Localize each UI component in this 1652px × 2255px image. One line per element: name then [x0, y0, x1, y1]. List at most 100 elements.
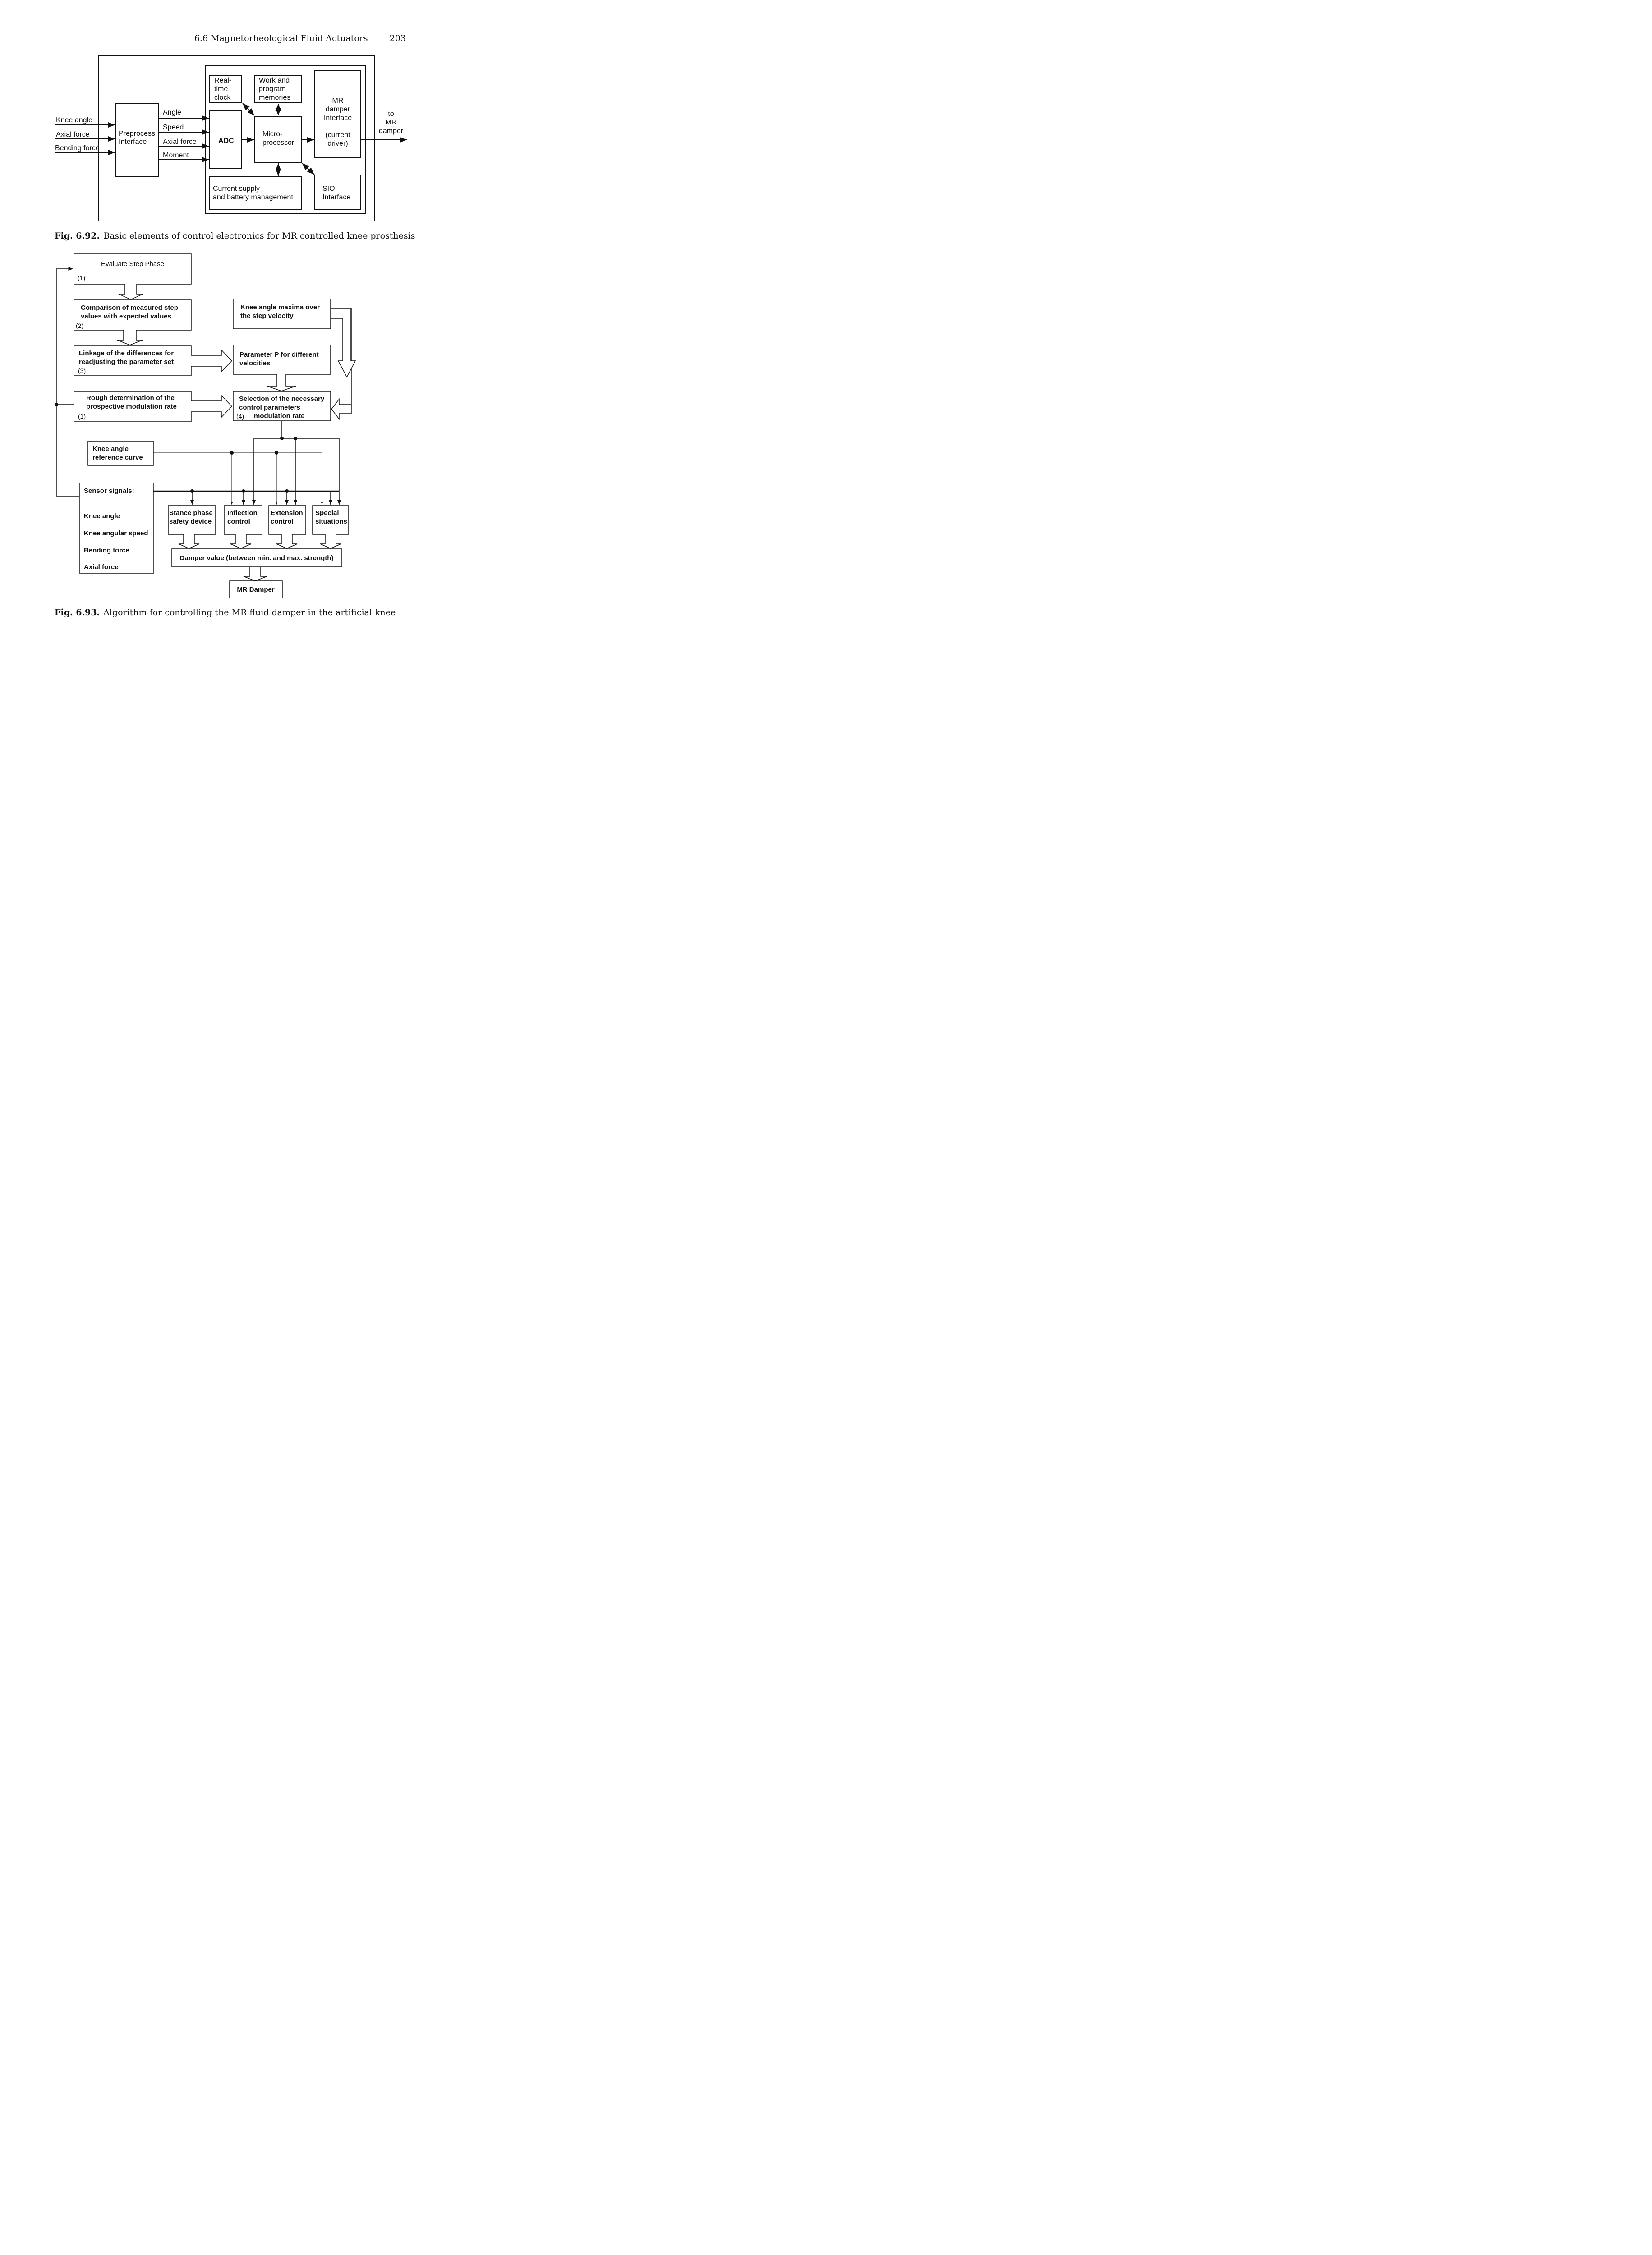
- figure-6-93-caption: Fig. 6.93.Algorithm for controlling the …: [55, 607, 396, 617]
- sio-line-1: SIO: [322, 185, 335, 193]
- rough-num: (1): [78, 413, 86, 420]
- linkage-line-2: readjusting the parameter set: [79, 358, 174, 366]
- comparison-box: [74, 299, 192, 331]
- inflection-control-box: [224, 505, 262, 535]
- evaluate-label: Evaluate Step Phase: [101, 260, 164, 268]
- evaluate-num: (1): [78, 274, 85, 281]
- extension-line-1: Extension: [271, 509, 303, 517]
- stance-phase-box: [168, 505, 216, 535]
- sensor-axial-force: Axial force: [84, 563, 119, 571]
- caption-text-93: Algorithm for controlling the MR fluid d…: [103, 607, 396, 617]
- rtc-micro-arrow: [242, 103, 255, 116]
- hollow-loop-right: [331, 308, 352, 420]
- micro-line-1: Micro-: [262, 130, 282, 138]
- page-number: 203: [389, 33, 406, 43]
- comparison-line-1: Comparison of measured step: [81, 304, 178, 312]
- sensor-title: Sensor signals:: [84, 487, 134, 495]
- sensor-knee-angular-speed: Knee angular speed: [84, 529, 148, 537]
- preprocess-interface-box: [115, 103, 159, 177]
- extension-control-box: [268, 505, 306, 535]
- adc-label: ADC: [218, 137, 234, 145]
- page: 6.6 Magnetorheological Fluid Actuators 2…: [0, 0, 462, 700]
- knee-max-line-2: the step velocity: [240, 312, 294, 320]
- preprocess-label-1: Preprocess: [119, 130, 155, 138]
- memories-line-3: memories: [259, 94, 290, 101]
- sensor-bending-force: Bending force: [84, 547, 129, 554]
- knee-reference-curve-box: [87, 441, 154, 466]
- mr-iface-line-3: Interface: [324, 114, 352, 122]
- memories-line-1: Work and: [259, 77, 290, 84]
- rough-line-1: Rough determination of the: [86, 394, 175, 402]
- knee-angle-maxima-box: [233, 299, 331, 329]
- sensor-knee-angle: Knee angle: [84, 512, 120, 520]
- mr-damper-box: [229, 580, 283, 598]
- input-axial-force: Axial force: [56, 131, 90, 138]
- hollow-arrow-down-2: [117, 330, 143, 345]
- ref-line-2: reference curve: [92, 454, 143, 461]
- damper-value-box: [171, 548, 342, 567]
- param-p-line-1: Parameter P for different: [239, 351, 319, 359]
- figure-6-92-caption: Fig. 6.92.Basic elements of control elec…: [55, 231, 415, 241]
- special-line-1: Special: [315, 509, 339, 517]
- current-supply-box: [209, 176, 302, 210]
- figure-6-92: Knee angle Axial force Bending force Pre…: [55, 55, 407, 221]
- hollow-arrow-down-3: [267, 374, 296, 391]
- comparison-num: (2): [76, 322, 83, 329]
- output-line-2: MR: [386, 119, 397, 126]
- micro-line-2: processor: [262, 139, 295, 147]
- section-title: 6.6 Magnetorheological Fluid Actuators: [194, 33, 368, 43]
- mr-iface-line-6: driver): [327, 140, 348, 147]
- extension-line-2: control: [271, 518, 294, 525]
- hollow-arrow-down-1: [118, 284, 143, 300]
- caption-text: Basic elements of control electronics fo…: [103, 231, 415, 241]
- mr-damper-label: MR Damper: [237, 586, 275, 594]
- linkage-num: (3): [78, 367, 86, 374]
- damper-value-label: Damper value (between min. and max. stre…: [180, 554, 334, 562]
- sio-line-2: Interface: [322, 193, 350, 201]
- hollow-arrow-right-1: [191, 349, 233, 373]
- selection-line-1: Selection of the necessary: [239, 395, 325, 403]
- inflection-line-1: Inflection: [227, 509, 258, 517]
- ref-line-1: Knee angle: [92, 445, 129, 453]
- signal-moment: Moment: [163, 152, 189, 159]
- signal-speed: Speed: [163, 124, 184, 131]
- rtc-line-1: Real-: [214, 77, 231, 84]
- feedback-loop-line: [56, 267, 79, 497]
- micro-sio-arrow: [302, 163, 315, 175]
- caption-label-93: Fig. 6.93.: [55, 607, 100, 617]
- hollow-arrow-right-2: [191, 395, 233, 418]
- knee-max-line-1: Knee angle maxima over: [240, 304, 320, 311]
- evaluate-step-phase-box: [74, 253, 192, 285]
- mr-damper-interface-box: [314, 70, 361, 158]
- rough-line-2: prospective modulation rate: [86, 403, 177, 410]
- rtc-line-2: time: [214, 85, 228, 93]
- input-bending-force: Bending force: [55, 144, 100, 152]
- selection-num: (4): [236, 413, 244, 420]
- output-line-1: to: [388, 110, 394, 118]
- input-knee-angle: Knee angle: [56, 116, 92, 124]
- rough-determination-box: [74, 391, 192, 422]
- running-header: 6.6 Magnetorheological Fluid Actuators 2…: [180, 33, 406, 43]
- mr-iface-line-1: MR: [332, 97, 344, 105]
- signal-angle: Angle: [163, 109, 181, 116]
- selection-box: [233, 391, 331, 421]
- real-time-clock-box: [209, 75, 242, 103]
- adc-box: [209, 110, 242, 169]
- figure-6-93: Evaluate Step Phase (1) Comparison of me…: [55, 253, 356, 598]
- selection-line-2: control parameters: [239, 404, 300, 411]
- stance-line-1: Stance phase: [169, 509, 213, 517]
- mr-iface-line-2: damper: [326, 106, 350, 113]
- mr-iface-line-5: (current: [325, 131, 350, 139]
- supply-line-1: Current supply: [213, 185, 260, 193]
- memories-box: [254, 75, 302, 103]
- param-p-line-2: velocities: [239, 359, 270, 367]
- signal-axial-force: Axial force: [163, 138, 197, 146]
- rtc-line-3: clock: [214, 94, 231, 101]
- special-line-2: situations: [315, 518, 347, 525]
- sensor-signals-box: [79, 483, 154, 574]
- preprocess-label-2: Interface: [119, 138, 147, 146]
- microprocessor-box: [254, 116, 302, 163]
- output-line-3: damper: [379, 127, 404, 135]
- selection-line-3: modulation rate: [254, 412, 305, 420]
- sio-interface-box: [314, 175, 361, 210]
